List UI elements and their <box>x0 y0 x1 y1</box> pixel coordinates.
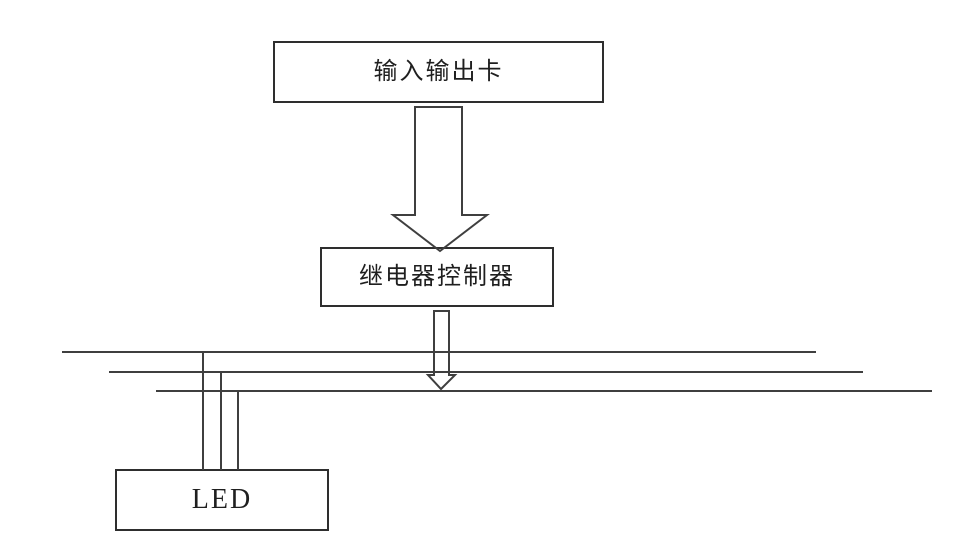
node-relay-controller: 继电器控制器 <box>320 247 554 307</box>
node-io-card-label: 输入输出卡 <box>373 59 504 85</box>
block-arrow-relay-to-bus-icon <box>425 310 458 391</box>
node-led: LED <box>115 469 329 531</box>
node-relay-controller-label: 继电器控制器 <box>359 264 515 290</box>
node-io-card: 输入输出卡 <box>273 41 604 103</box>
node-led-label: LED <box>191 484 253 515</box>
block-arrow-io-to-relay-icon <box>390 106 490 253</box>
